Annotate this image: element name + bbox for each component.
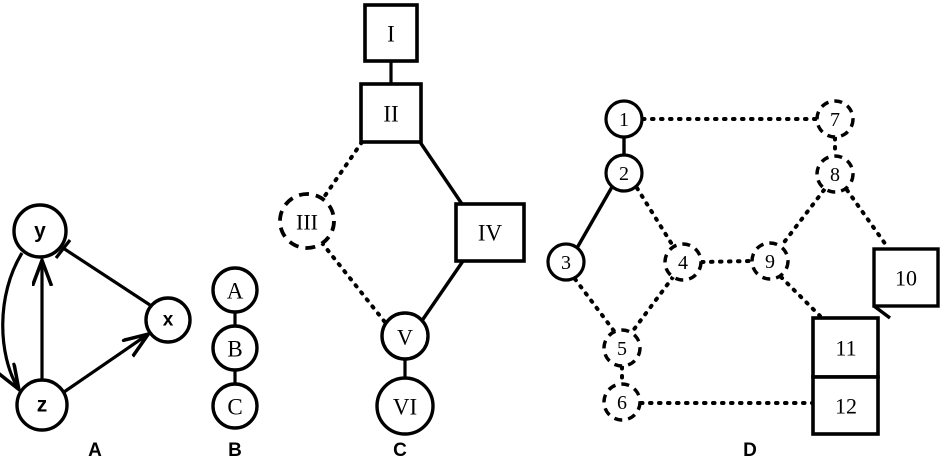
node-z-label: z [37, 394, 48, 417]
node-iii[interactable]: III [278, 192, 336, 250]
node-2[interactable]: 2 [604, 153, 644, 193]
node-v[interactable]: V [380, 311, 430, 361]
node-5-label: 5 [617, 338, 627, 360]
node-vi[interactable]: VI [375, 376, 435, 436]
node-1[interactable]: 1 [604, 99, 644, 139]
node-i[interactable]: I [363, 3, 419, 63]
node-8[interactable]: 8 [815, 154, 855, 194]
node-2-label: 2 [619, 163, 629, 185]
panel-label-d: D [743, 440, 757, 461]
node-iv-label: IV [478, 221, 503, 246]
edge-2-3 [575, 186, 614, 249]
edge-y-to-z-curved [3, 252, 24, 388]
node-ii-label: II [383, 102, 398, 127]
panel-label-a: A [88, 440, 102, 461]
edge-3-5 [573, 277, 616, 333]
node-4-label: 4 [678, 252, 688, 274]
node-7[interactable]: 7 [815, 99, 855, 139]
node-z[interactable]: z [15, 378, 69, 432]
node-11-label: 11 [835, 336, 856, 361]
node-iii-label: III [296, 210, 318, 235]
node-10-label: 10 [895, 266, 917, 291]
node-x[interactable]: x [144, 296, 192, 344]
node-v-label: V [397, 325, 413, 350]
node-7-label: 7 [830, 109, 840, 131]
edge-9-11 [779, 275, 822, 318]
node-9-label: 9 [765, 251, 775, 273]
node-y[interactable]: y [12, 203, 68, 259]
panel-b-graph: A B C [211, 266, 259, 430]
panel-c-graph: I II III IV V VI [278, 3, 526, 436]
node-6[interactable]: 6 [602, 382, 642, 422]
node-letter-a-label: A [227, 279, 244, 304]
node-letter-a[interactable]: A [211, 266, 259, 314]
node-3[interactable]: 3 [546, 242, 586, 282]
node-3-label: 3 [561, 252, 571, 274]
edge-iii-v [320, 241, 390, 328]
node-iv[interactable]: IV [454, 202, 526, 263]
edge-z-to-x [63, 335, 147, 394]
node-letter-c[interactable]: C [211, 382, 259, 430]
panel-a-graph: y x z [3, 203, 192, 432]
node-12-label: 12 [835, 394, 857, 419]
edge-4-5 [630, 275, 675, 334]
node-4[interactable]: 4 [663, 242, 703, 282]
node-letter-b-label: B [227, 337, 242, 362]
node-ii[interactable]: II [359, 82, 423, 144]
edge-8-10 [845, 188, 888, 247]
edge-iv-v [417, 260, 465, 326]
edge-4-9 [700, 259, 753, 264]
edge-ii-iii [320, 140, 364, 202]
panel-label-b: B [228, 440, 242, 461]
edge-2-4 [635, 186, 675, 248]
node-letter-c-label: C [227, 395, 242, 420]
node-x-label: x [163, 310, 174, 331]
node-1-label: 1 [619, 109, 629, 131]
node-vi-label: VI [393, 395, 417, 420]
node-12[interactable]: 12 [811, 375, 880, 436]
node-11[interactable]: 11 [811, 316, 880, 379]
edge-10-11 [872, 304, 892, 320]
node-9[interactable]: 9 [750, 241, 790, 281]
panel-d-graph: 1 2 3 4 5 6 [546, 99, 940, 436]
node-i-label: I [387, 22, 395, 47]
node-letter-b[interactable]: B [211, 324, 259, 372]
edge-8-9 [780, 188, 826, 247]
node-5[interactable]: 5 [602, 328, 642, 368]
panel-label-c: C [393, 440, 407, 461]
edge-x-to-y [54, 239, 151, 307]
node-y-label: y [34, 220, 46, 243]
node-6-label: 6 [617, 392, 627, 414]
edge-ii-iv [418, 141, 464, 205]
node-10[interactable]: 10 [872, 247, 940, 308]
node-8-label: 8 [830, 164, 840, 186]
